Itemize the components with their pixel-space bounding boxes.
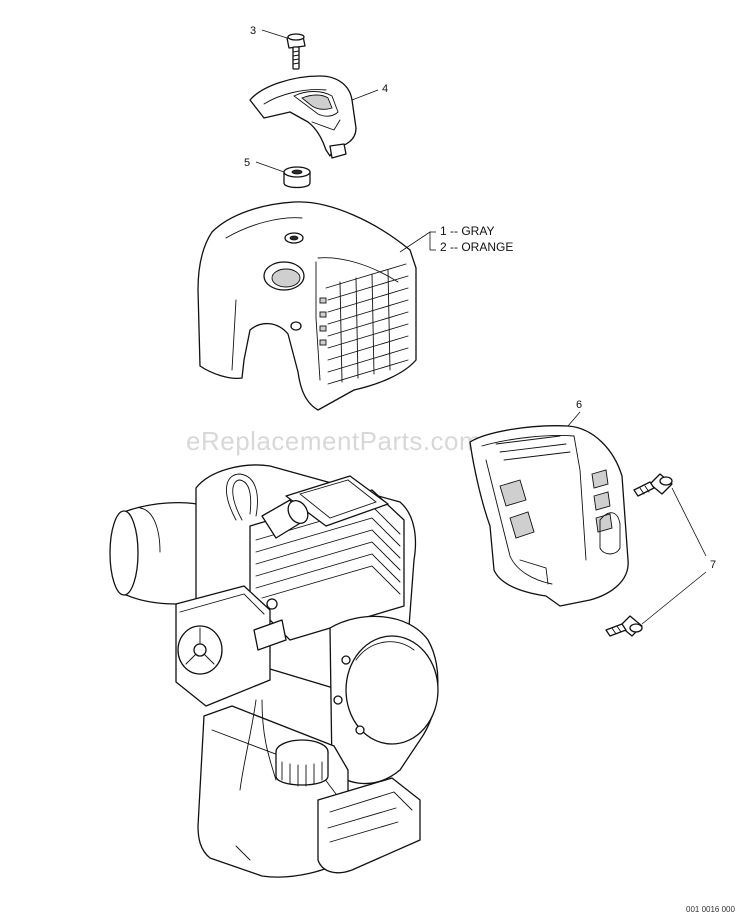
- engine-assembly: [109, 464, 439, 878]
- engine-cover-part-1-2[interactable]: [197, 201, 417, 411]
- callout-6: 6: [576, 399, 582, 411]
- fuel-cap: [275, 739, 329, 787]
- callout-4: 4: [382, 83, 388, 95]
- screw-part-7-lower[interactable]: [605, 615, 643, 637]
- drawing-number: 001 0016 000: [686, 905, 735, 914]
- leader-line-3: [261, 29, 288, 39]
- muffler-cover-part-6[interactable]: [469, 425, 629, 607]
- leader-line-5: [255, 161, 285, 173]
- callout-3: 3: [250, 25, 256, 37]
- leader-line-7a: [671, 487, 707, 557]
- callout-5: 5: [244, 157, 250, 169]
- screw-part-3[interactable]: [286, 33, 306, 70]
- callout-7: 7: [710, 559, 716, 571]
- leader-line-6: [567, 411, 581, 427]
- cover-vent-grille: [319, 263, 409, 385]
- screw-part-7-upper[interactable]: [633, 473, 673, 497]
- color-option-orange: 2 -- ORANGE: [440, 240, 513, 254]
- watermark-text: eReplacementParts.com: [186, 426, 481, 456]
- leader-line-1-2: [399, 231, 431, 253]
- leader-line-7b: [641, 571, 707, 625]
- color-option-gray: 1 -- GRAY: [440, 224, 494, 238]
- cover-bracket-part-4[interactable]: [249, 75, 357, 159]
- leader-line-4: [351, 89, 379, 101]
- grommet-part-5[interactable]: [283, 166, 311, 189]
